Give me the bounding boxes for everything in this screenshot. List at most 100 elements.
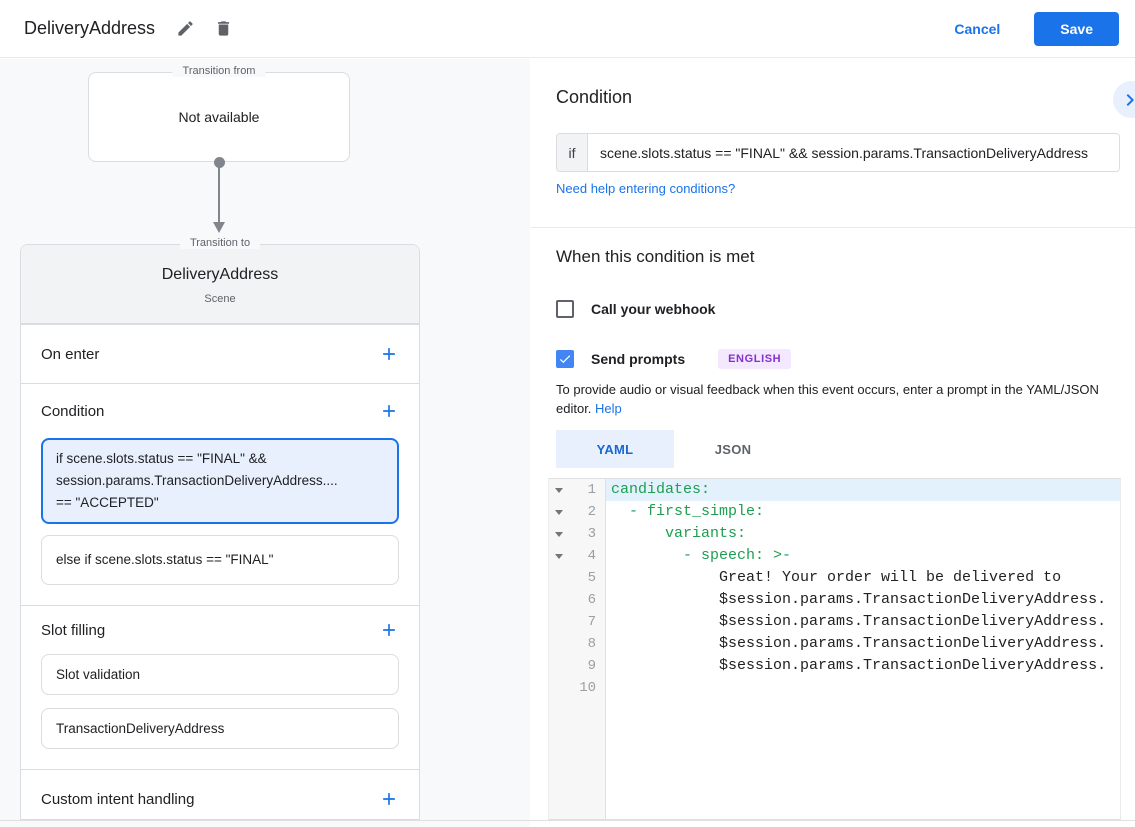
connector-line: [218, 163, 220, 223]
transition-to-card: Transition to DeliveryAddress Scene On e…: [20, 237, 420, 820]
on-enter-label: On enter: [41, 345, 100, 363]
send-prompts-checkbox[interactable]: [556, 350, 574, 368]
code-line[interactable]: Great! Your order will be delivered to: [611, 569, 1062, 586]
line-number: 9: [587, 658, 596, 674]
slot-validation-card[interactable]: Slot validation: [41, 654, 399, 695]
condition-label: Condition: [41, 402, 105, 420]
gutter-row: 5: [549, 567, 605, 589]
help-link[interactable]: Help: [595, 401, 622, 416]
transition-from-legend: Transition from: [172, 65, 266, 77]
fold-toggle-icon[interactable]: [549, 509, 568, 515]
condition-expression-field: if: [556, 133, 1120, 172]
code-line[interactable]: candidates:: [611, 481, 711, 498]
fold-toggle-icon[interactable]: [549, 531, 568, 537]
condition-panel: Condition if Need help entering conditio…: [530, 59, 1135, 827]
code-line[interactable]: $session.params.TransactionDeliveryAddre…: [611, 591, 1107, 608]
gutter-row: 8: [549, 633, 605, 655]
send-prompts-label: Send prompts: [591, 351, 686, 367]
language-badge: ENGLISH: [718, 349, 792, 369]
delete-icon[interactable]: [209, 15, 237, 43]
webhook-label: Call your webhook: [591, 301, 716, 317]
line-number: 5: [587, 570, 596, 586]
edit-icon[interactable]: [171, 15, 199, 43]
save-button[interactable]: Save: [1034, 11, 1119, 46]
when-met-title: When this condition is met: [556, 247, 755, 266]
prompts-description-text: To provide audio or visual feedback when…: [556, 382, 1099, 416]
line-number: 6: [587, 592, 596, 608]
chevron-right-icon: [1126, 93, 1134, 106]
on-enter-row: On enter: [21, 325, 419, 383]
scene-type-label: Scene: [204, 293, 236, 305]
cancel-button[interactable]: Cancel: [954, 20, 1001, 37]
gutter-row: 10: [549, 677, 605, 699]
code-line[interactable]: variants:: [611, 525, 747, 542]
code-line[interactable]: [606, 677, 1120, 699]
condition-row: Condition: [21, 384, 419, 438]
panel-divider: [530, 227, 1135, 228]
tab-yaml[interactable]: YAML: [556, 430, 674, 468]
add-on-enter-button[interactable]: [379, 344, 399, 364]
connector-arrowhead-icon: [213, 222, 225, 233]
line-number: 1: [587, 482, 596, 498]
section-slot-filling: Slot filling Slot validation Transaction…: [21, 605, 419, 769]
section-condition: Condition if scene.slots.status == "FINA…: [21, 383, 419, 605]
gutter-row: 3: [549, 523, 605, 545]
condition-card-selected[interactable]: if scene.slots.status == "FINAL" && sess…: [41, 438, 399, 524]
editor-tabs: YAML JSON: [556, 430, 792, 468]
checkmark-icon: [559, 355, 571, 364]
code-line[interactable]: - first_simple:: [611, 503, 765, 520]
content-bottom-border: [0, 820, 1135, 821]
line-number: 3: [587, 526, 596, 542]
slot-card[interactable]: TransactionDeliveryAddress: [41, 708, 399, 749]
fold-toggle-icon[interactable]: [549, 553, 568, 559]
condition-cards: if scene.slots.status == "FINAL" && sess…: [21, 438, 419, 605]
line-number: 7: [587, 614, 596, 630]
transition-from-value: Not available: [178, 109, 260, 125]
transition-from-box: Transition from Not available: [88, 65, 350, 162]
transition-to-legend: Transition to: [179, 237, 261, 249]
scene-graph-canvas: Transition from Not available Transition…: [0, 59, 530, 827]
code-line[interactable]: - speech: >-: [611, 547, 792, 564]
editor-code-area[interactable]: candidates: - first_simple: variants: - …: [606, 479, 1120, 819]
condition-expression-input[interactable]: [588, 134, 1119, 171]
gutter-row: 4: [549, 545, 605, 567]
editor-gutter: 1 2 3 4 5 6 7 8 9 10: [549, 479, 606, 819]
add-custom-intent-button[interactable]: [379, 789, 399, 809]
code-line[interactable]: $session.params.TransactionDeliveryAddre…: [611, 657, 1107, 674]
section-custom-intent: Custom intent handling: [21, 769, 419, 827]
code-line[interactable]: $session.params.TransactionDeliveryAddre…: [611, 635, 1107, 652]
yaml-code-editor: 1 2 3 4 5 6 7 8 9 10 candidates: - first…: [548, 478, 1121, 820]
section-on-enter: On enter: [21, 324, 419, 383]
slot-cards: Slot validation TransactionDeliveryAddre…: [21, 654, 419, 769]
custom-intent-row: Custom intent handling: [21, 770, 419, 827]
gutter-row: 1: [549, 479, 605, 501]
line-number: 2: [587, 504, 596, 520]
gutter-row: 7: [549, 611, 605, 633]
condition-help-link[interactable]: Need help entering conditions?: [556, 181, 736, 196]
collapse-panel-button[interactable]: [1113, 81, 1135, 118]
tab-json[interactable]: JSON: [674, 430, 792, 468]
line-number: 8: [587, 636, 596, 652]
if-prefix-label: if: [557, 134, 588, 171]
scene-header: DeliveryAddress Scene: [21, 245, 419, 324]
code-line[interactable]: $session.params.TransactionDeliveryAddre…: [611, 613, 1107, 630]
add-condition-button[interactable]: [379, 401, 399, 421]
gutter-row: 9: [549, 655, 605, 677]
connector-dot: [214, 157, 225, 168]
page-title: DeliveryAddress: [24, 18, 156, 38]
add-slot-button[interactable]: [379, 620, 399, 640]
call-webhook-row[interactable]: Call your webhook: [556, 300, 715, 318]
top-bar: DeliveryAddress Cancel Save: [0, 0, 1135, 58]
fold-toggle-icon[interactable]: [549, 487, 568, 493]
gutter-row: 2: [549, 501, 605, 523]
webhook-checkbox[interactable]: [556, 300, 574, 318]
condition-card-else[interactable]: else if scene.slots.status == "FINAL": [41, 535, 399, 585]
prompts-description: To provide audio or visual feedback when…: [556, 380, 1128, 418]
slot-filling-label: Slot filling: [41, 621, 106, 639]
line-number: 10: [579, 680, 596, 696]
send-prompts-row[interactable]: Send prompts ENGLISH: [556, 349, 792, 369]
condition-panel-title: Condition: [556, 87, 633, 107]
gutter-row: 6: [549, 589, 605, 611]
line-number: 4: [587, 548, 596, 564]
